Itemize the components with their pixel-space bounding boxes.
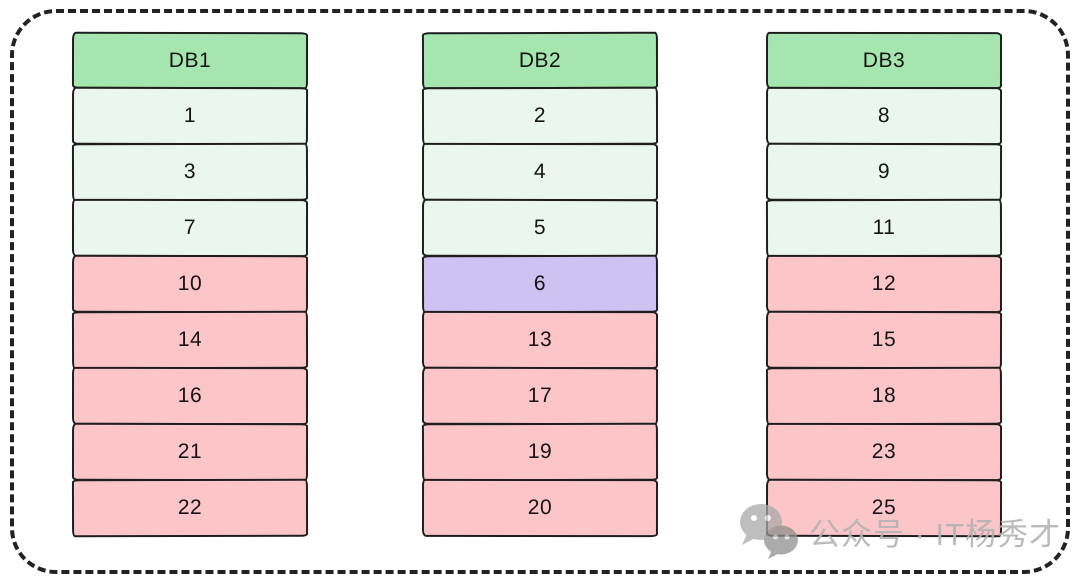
db-slot-cell: 2 bbox=[421, 86, 659, 146]
db-slot-cell: 1 bbox=[71, 86, 309, 146]
db-slot-cell: 8 bbox=[765, 86, 1003, 146]
db-header-cell: DB2 bbox=[421, 31, 659, 90]
db-slot-cell: 7 bbox=[71, 198, 309, 258]
db-slot-cell: 10 bbox=[71, 254, 309, 314]
db-slot-cell: 11 bbox=[765, 198, 1003, 258]
db-header-cell: DB3 bbox=[765, 31, 1003, 90]
db-slot-cell: 4 bbox=[421, 142, 659, 202]
db-slot-cell: 17 bbox=[421, 366, 659, 426]
db-slot-cell: 19 bbox=[421, 422, 659, 482]
db-slot-cell: 21 bbox=[71, 422, 309, 482]
db-header-cell: DB1 bbox=[71, 31, 309, 90]
db-slot-cell: 13 bbox=[421, 310, 659, 370]
db-slot-cell: 3 bbox=[71, 142, 309, 202]
db-slot-cell: 20 bbox=[421, 478, 659, 538]
db-slot-cell: 22 bbox=[71, 478, 309, 538]
db-slot-cell: 14 bbox=[71, 310, 309, 370]
db-slot-cell: 23 bbox=[765, 422, 1003, 482]
db-slot-cell: 16 bbox=[71, 366, 309, 426]
db-slot-cell: 12 bbox=[765, 254, 1003, 314]
db-slot-cell: 6 bbox=[421, 254, 659, 314]
db-slot-cell: 9 bbox=[765, 142, 1003, 202]
db-slot-cell: 5 bbox=[421, 198, 659, 258]
db-slot-cell: 18 bbox=[765, 366, 1003, 426]
db-slot-cell: 25 bbox=[765, 478, 1003, 538]
db-slot-cell: 15 bbox=[765, 310, 1003, 370]
